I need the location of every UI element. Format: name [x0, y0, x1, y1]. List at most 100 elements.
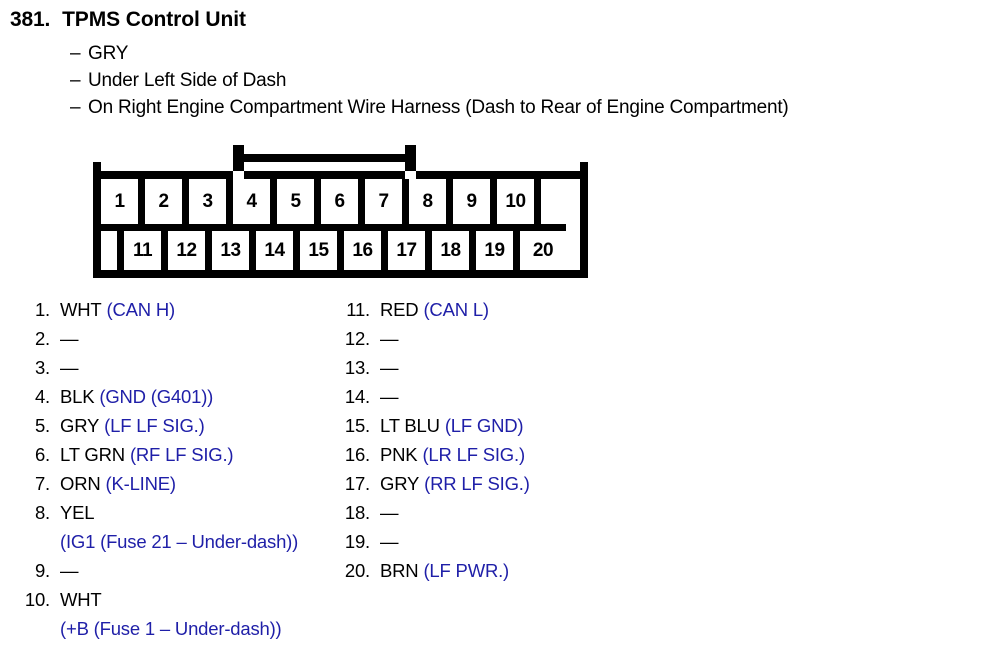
pin-entry-6: 6. LT GRN(RF LF SIG.) — [18, 444, 338, 473]
pin-function: (K-LINE) — [105, 473, 177, 494]
pin-cell-6[interactable]: 6 — [321, 179, 365, 224]
pin-number: 10. — [24, 589, 50, 610]
detail-text: Under Left Side of Dash — [88, 70, 287, 91]
pin-entry-2: 2. — — [18, 328, 338, 357]
latch-post-left-icon — [233, 145, 244, 177]
pin-entry-3: 3. — — [18, 357, 338, 386]
pin-entry-15: 15. LT BLU(LF GND) — [332, 415, 662, 444]
pin-wire-color: — — [380, 328, 399, 349]
detail-text: On Right Engine Compartment Wire Harness… — [88, 97, 789, 118]
rail-segment — [93, 171, 233, 179]
pin-wire-color: — — [60, 560, 79, 581]
pin-wire-color: BLK — [60, 386, 95, 407]
pin-number: 17. — [344, 473, 370, 494]
pin-number: 14. — [344, 386, 370, 407]
pin-number: 3. — [34, 357, 50, 378]
pin-entry-19: 19. — — [332, 531, 662, 560]
bullet-dash-icon: – — [70, 97, 81, 118]
pin-number: 13. — [344, 357, 370, 378]
pin-function: (CAN H) — [106, 299, 176, 320]
pin-number: 12. — [344, 328, 370, 349]
pin-cell-4[interactable]: 4 — [233, 179, 277, 224]
connector-row-top: 1 2 3 4 5 6 7 8 9 10 — [101, 179, 580, 224]
pin-entry-20: 20. BRN(LF PWR.) — [332, 560, 662, 589]
pin-cell-15[interactable]: 15 — [300, 224, 344, 270]
pin-cell-11[interactable]: 11 — [124, 224, 168, 270]
pin-entry-17: 17. GRY(RR LF SIG.) — [332, 473, 662, 502]
pin-wire-color: — — [60, 328, 79, 349]
pin-function: (LF LF SIG.) — [104, 415, 205, 436]
bullet-dash-icon: – — [70, 43, 81, 64]
connector-pin-grid: 1 2 3 4 5 6 7 8 9 10 11 12 13 14 15 16 1… — [101, 179, 580, 270]
pin-wire-color: BRN — [380, 560, 419, 581]
pin-function-wrapped: (+B (Fuse 1 – Under-dash)) — [60, 618, 282, 639]
latch-bar-icon — [242, 154, 408, 162]
page-title: 381. TPMS Control Unit — [10, 8, 246, 32]
pin-function: (GND (G401)) — [99, 386, 214, 407]
latch-post-right-icon — [405, 145, 416, 177]
pin-number: 2. — [34, 328, 50, 349]
item-title: TPMS Control Unit — [62, 8, 246, 31]
pin-cell-5[interactable]: 5 — [277, 179, 321, 224]
pin-number: 9. — [34, 560, 50, 581]
pin-wire-color: — — [380, 357, 399, 378]
pin-function: (LR LF SIG.) — [422, 444, 525, 465]
pin-cell-3[interactable]: 3 — [189, 179, 233, 224]
pin-cell-18[interactable]: 18 — [432, 224, 476, 270]
pin-cell-9[interactable]: 9 — [453, 179, 497, 224]
pin-cell-7[interactable]: 7 — [365, 179, 409, 224]
pin-function: (RF LF SIG.) — [129, 444, 234, 465]
detail-line-location: –Under Left Side of Dash — [70, 70, 286, 92]
pin-function: (CAN L) — [423, 299, 489, 320]
pin-function: (RR LF SIG.) — [424, 473, 530, 494]
pin-number: 19. — [344, 531, 370, 552]
pin-function: (LF PWR.) — [423, 560, 510, 581]
pin-entry-1: 1. WHT(CAN H) — [18, 299, 338, 328]
pin-cell-17[interactable]: 17 — [388, 224, 432, 270]
item-number: 381. — [10, 8, 51, 31]
pin-wire-color: LT GRN — [60, 444, 125, 465]
pin-cell-12[interactable]: 12 — [168, 224, 212, 270]
pin-wire-color: WHT — [60, 589, 102, 610]
pin-wire-color: — — [60, 357, 79, 378]
pin-number: 6. — [34, 444, 50, 465]
pin-number: 20. — [344, 560, 370, 581]
pin-number: 8. — [34, 502, 50, 523]
pin-list-left: 1. WHT(CAN H) 2. — 3. — 4. BLK(GND (G401… — [18, 299, 338, 647]
pin-entry-9: 9. — — [18, 560, 338, 589]
pin-cell-8[interactable]: 8 — [409, 179, 453, 224]
pin-wire-color: LT BLU — [380, 415, 440, 436]
pin-entry-14: 14. — — [332, 386, 662, 415]
pin-cell-10[interactable]: 10 — [497, 179, 541, 224]
connector-row-bottom: 11 12 13 14 15 16 17 18 19 20 — [101, 224, 580, 270]
pin-wire-color: GRY — [380, 473, 420, 494]
pin-entry-18: 18. — — [332, 502, 662, 531]
pin-number: 15. — [344, 415, 370, 436]
shoulder-notch-right-icon — [580, 162, 588, 171]
detail-line-connector-color: –GRY — [70, 43, 128, 65]
pin-wire-color: ORN — [60, 473, 101, 494]
pin-cell-19[interactable]: 19 — [476, 224, 520, 270]
pin-entry-13: 13. — — [332, 357, 662, 386]
rail-segment — [416, 171, 588, 179]
rail-segment — [244, 171, 405, 179]
shoulder-notch-left-icon — [93, 162, 101, 171]
pin-cell-13[interactable]: 13 — [212, 224, 256, 270]
pin-cell-1[interactable]: 1 — [101, 179, 145, 224]
pin-wire-color: PNK — [380, 444, 418, 465]
pin-cell-blank-left — [101, 224, 124, 270]
pin-entry-7: 7. ORN(K-LINE) — [18, 473, 338, 502]
pin-wire-color: WHT — [60, 299, 102, 320]
pin-cell-14[interactable]: 14 — [256, 224, 300, 270]
pin-entry-4: 4. BLK(GND (G401)) — [18, 386, 338, 415]
pin-function: (LF GND) — [444, 415, 524, 436]
pin-cell-20[interactable]: 20 — [520, 224, 566, 270]
pin-wire-color: YEL — [60, 502, 95, 523]
pin-cell-blank-right — [541, 179, 580, 224]
pin-cell-16[interactable]: 16 — [344, 224, 388, 270]
pin-entry-16: 16. PNK(LR LF SIG.) — [332, 444, 662, 473]
pin-cell-2[interactable]: 2 — [145, 179, 189, 224]
pin-wire-color: — — [380, 531, 399, 552]
pin-list-right: 11. RED(CAN L) 12. — 13. — 14. — 15. LT … — [332, 299, 662, 589]
pin-entry-11: 11. RED(CAN L) — [332, 299, 662, 328]
